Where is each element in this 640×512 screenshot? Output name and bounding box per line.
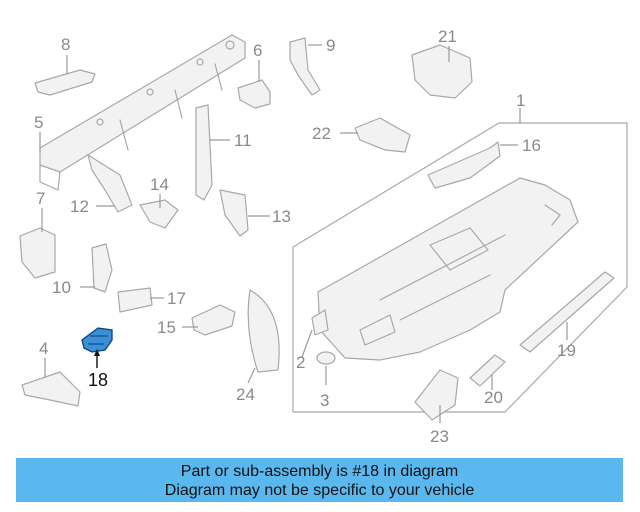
callout-label-24: 24 [236, 385, 255, 404]
callout-label-14: 14 [150, 175, 169, 194]
part-10-bracket [91, 243, 113, 293]
callout-label-7: 7 [36, 189, 45, 208]
callout-label-4: 4 [39, 339, 48, 358]
callout-label-21: 21 [438, 27, 457, 46]
callout-label-23: 23 [430, 427, 449, 446]
callout-label-3: 3 [320, 391, 329, 410]
part-16-bracket [427, 141, 501, 189]
callout-label-10: 10 [52, 278, 71, 297]
banner-line-1: Part or sub-assembly is #18 in diagram [180, 463, 459, 480]
callout-labels: 1 2 3 4 5 6 7 8 9 10 11 12 13 14 15 16 1… [34, 27, 576, 446]
part-24-cover [247, 289, 280, 373]
info-banner: Part or sub-assembly is #18 in diagram D… [16, 458, 623, 502]
callout-label-19: 19 [557, 341, 576, 360]
callout-label-18: 18 [88, 370, 108, 390]
callout-label-17: 17 [167, 289, 186, 308]
callout-label-13: 13 [272, 207, 291, 226]
part-21-bracket [411, 44, 473, 99]
callout-label-20: 20 [484, 388, 503, 407]
part-12-bracket [87, 154, 133, 213]
leader-lines [39, 44, 568, 423]
callout-label-9: 9 [326, 36, 335, 55]
part-8-bracket [34, 69, 96, 96]
part-19-rail [519, 271, 615, 353]
instrument-panel [317, 177, 579, 361]
part-6-bracket [237, 79, 271, 109]
callout-label-11: 11 [234, 131, 252, 150]
instrument-panel-group-outline [292, 122, 628, 413]
part-11-pillar [195, 104, 213, 201]
part-18-highlighted[interactable] [81, 327, 113, 353]
part-7-bracket [19, 227, 56, 279]
callout-label-12: 12 [70, 197, 89, 216]
part-9-bracket [289, 37, 321, 96]
cross-car-beam [39, 34, 246, 191]
callout-label-22: 22 [312, 124, 331, 143]
part-20-bracket [469, 354, 506, 387]
callout-label-5: 5 [34, 113, 43, 132]
part-17-bracket [117, 287, 153, 313]
callout-label-1: 1 [516, 91, 525, 110]
parts-diagram: 1 2 3 4 5 6 7 8 9 10 11 12 13 14 15 16 1… [19, 27, 628, 446]
part-2-bracket [311, 309, 329, 336]
callout-label-2: 2 [296, 353, 305, 372]
banner-line-2: Diagram may not be specific to your vehi… [164, 482, 475, 499]
callout-label-8: 8 [61, 35, 70, 54]
part-14-bracket [139, 199, 179, 229]
part-22-bracket [354, 117, 411, 153]
callout-label-16: 16 [522, 136, 541, 155]
part-15-bracket [191, 304, 236, 336]
part-13-bracket [219, 189, 249, 237]
callout-label-6: 6 [253, 41, 262, 60]
part-23-bracket [414, 369, 459, 421]
callout-label-15: 15 [157, 318, 176, 337]
part-3-knob [316, 351, 336, 365]
part-4-bracket [21, 371, 81, 407]
